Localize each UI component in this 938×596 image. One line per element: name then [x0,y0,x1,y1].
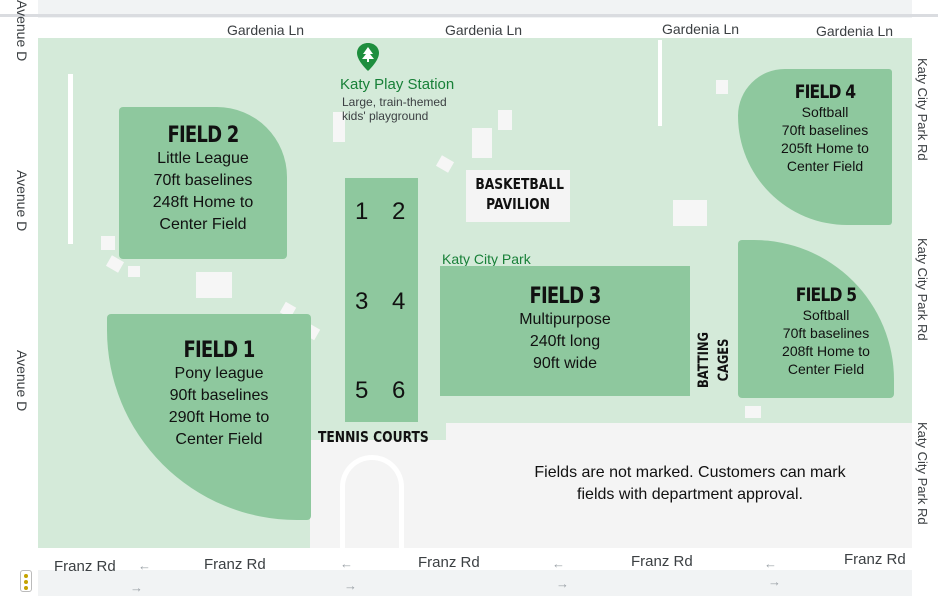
field-line: Multipurpose [519,311,611,328]
building [745,406,761,418]
tennis-court-number: 3 [355,288,369,315]
left-arrow-icon: ← [764,556,777,571]
road-label-franz-rd: Franz Rd [54,558,116,575]
field-line: Center Field [175,431,263,448]
building [128,266,140,277]
road-label-gardenia-ln: Gardenia Ln [445,22,523,38]
building [716,80,728,94]
basketball-pavilion: BASKETBALL PAVILION [466,170,570,222]
field-line: Softball [801,104,849,120]
field-2: FIELD 2 Little League 70ft baselines 248… [119,107,287,259]
tree-pin-icon[interactable] [356,42,380,72]
field-line: Center Field [786,158,864,174]
poi-description: Large, train-themed [342,95,447,109]
right-arrow-icon: → [768,574,781,589]
batting-cages-text: CAGES [716,338,733,382]
tennis-court-number: 6 [392,377,406,404]
field-3: FIELD 3 Multipurpose 240ft long 90ft wid… [440,266,690,396]
road-franz-rd [0,548,938,570]
field-title: FIELD 2 [167,123,240,148]
field-line: 70ft baselines [782,325,870,341]
batting-cages-label: BATTING CAGES [688,330,738,396]
field-line: 208ft Home to [782,343,870,359]
right-arrow-icon: → [344,578,357,593]
right-arrow-icon: → [130,580,143,595]
road-label-avenue-d: Avenue D [14,170,30,232]
road-label-katy-city-park-rd: Katy City Park Rd [915,422,930,525]
pavilion-label: PAVILION [486,195,550,213]
building [101,236,115,250]
parking-lot-area [446,423,912,548]
road-label-gardenia-ln: Gardenia Ln [662,21,740,37]
road-avenue-d [0,0,38,596]
road-label-avenue-d: Avenue D [14,350,30,412]
road-label-gardenia-ln: Gardenia Ln [816,23,894,39]
tennis-court-number: 1 [355,198,369,225]
field-line: 70ft baselines [781,122,869,138]
field-line: Little League [157,150,249,167]
field-line: 70ft baselines [153,172,253,189]
tennis-courts-label: TENNIS COURTS [318,428,429,446]
left-arrow-icon: ← [340,556,353,571]
road-label-franz-rd: Franz Rd [204,556,266,573]
road-katy-city-park-rd [912,0,938,596]
notice-line: fields with department approval. [577,486,803,503]
building [472,128,492,158]
field-line: 240ft long [529,333,601,350]
field-title: FIELD 3 [529,284,602,309]
field-line: 90ft baselines [169,387,269,404]
road-label-franz-rd: Franz Rd [418,554,480,571]
road-divider [0,14,938,17]
road-label-gardenia-ln: Gardenia Ln [227,22,305,38]
road-label-franz-rd: Franz Rd [844,551,906,568]
field-title: FIELD 5 [795,284,857,306]
poi-description: kids' playground [342,109,429,123]
pavilion-label: BASKETBALL [475,175,565,193]
left-arrow-icon: ← [552,556,565,571]
field-line: Pony league [174,365,264,382]
field-title: FIELD 4 [794,81,856,103]
building [498,110,512,130]
road-label-avenue-d: Avenue D [14,0,30,62]
field-title: FIELD 1 [183,338,256,363]
tennis-court-number: 5 [355,377,369,404]
traffic-light-icon [20,570,32,592]
building [673,200,707,226]
road-gardenia-ln [0,18,938,38]
notice-line: Fields are not marked. Customers can mar… [534,464,846,481]
left-arrow-icon: ← [138,558,151,573]
footpath [658,40,662,126]
field-line: Softball [802,307,850,323]
field-line: 290ft Home to [168,409,270,426]
field-line: 90ft wide [532,355,598,372]
poi-name[interactable]: Katy Play Station [340,76,455,93]
right-arrow-icon: → [556,576,569,591]
field-line: 248ft Home to [152,194,254,211]
tennis-courts [345,178,418,422]
building [196,272,232,298]
road-label-franz-rd: Franz Rd [631,553,693,570]
notice-text: Fields are not marked. Customers can mar… [470,462,910,506]
field-line: 205ft Home to [781,140,869,156]
tennis-court-number: 4 [392,288,406,315]
road-label-katy-city-park-rd: Katy City Park Rd [915,238,930,341]
park-name-label: Katy City Park [442,251,531,267]
building [333,112,345,142]
field-line: Center Field [159,216,247,233]
field-line: Center Field [787,361,865,377]
tennis-court-number: 2 [392,198,406,225]
road-label-katy-city-park-rd: Katy City Park Rd [915,58,930,161]
footpath [68,74,73,244]
footpath [340,455,404,548]
batting-cages-text: BATTING [696,332,713,388]
